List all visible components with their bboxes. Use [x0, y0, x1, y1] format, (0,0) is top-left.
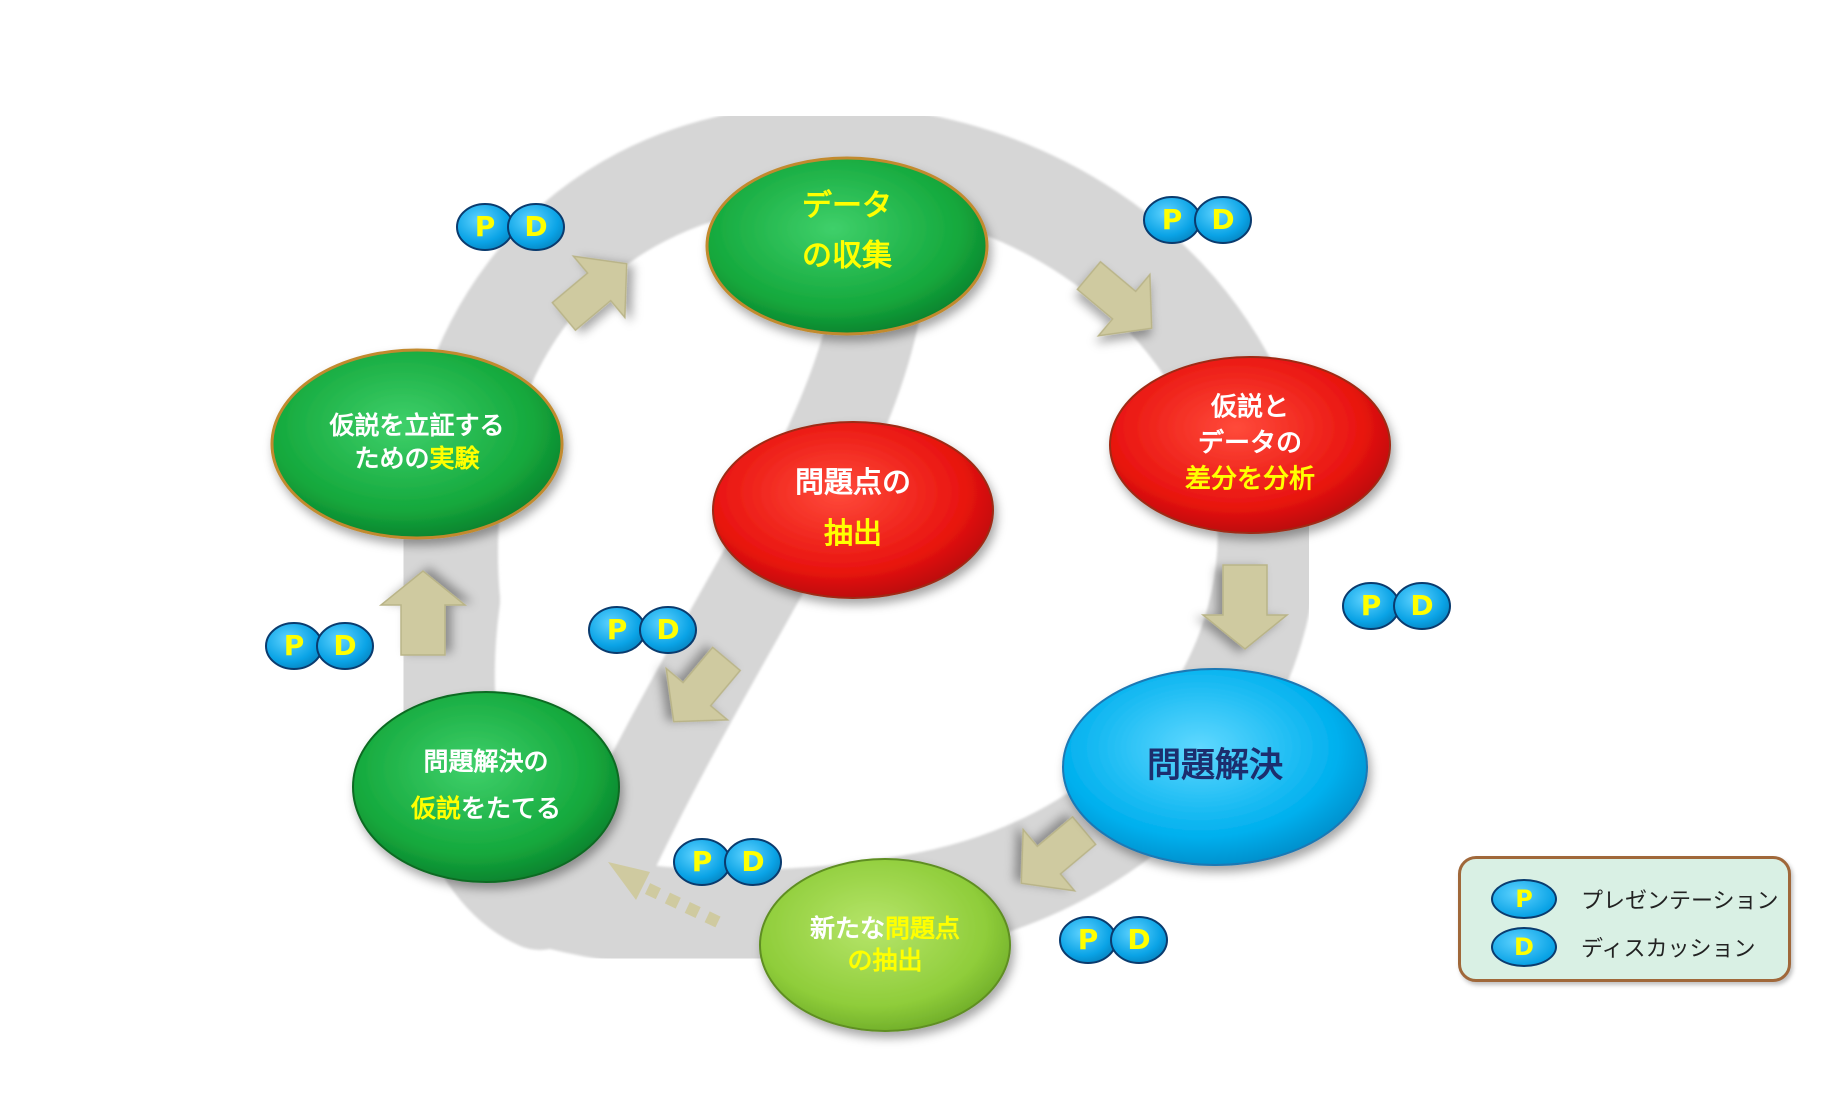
- node-experiment-line2b: 実験: [430, 444, 481, 473]
- arrow-to-problem-solving: [1200, 564, 1290, 650]
- badge-d: D: [741, 845, 764, 878]
- node-hypothesis-line2: 仮説をたてる: [410, 794, 561, 823]
- node-hypothesis-line2a: 仮説: [410, 794, 461, 823]
- pd-badge-bottom-right: P D: [1059, 916, 1168, 964]
- legend-label-discussion: ディスカッション: [1581, 937, 1756, 962]
- badge-p: P: [1078, 923, 1099, 956]
- badge-p: P: [1361, 589, 1382, 622]
- pd-badge-right: P D: [1342, 582, 1451, 630]
- arrow-to-hypothesis: [665, 646, 742, 723]
- badge-d: D: [524, 210, 547, 243]
- dotted-return-arrow: [608, 862, 721, 928]
- node-verification-experiment: 仮説を立証する ための実験: [270, 348, 564, 540]
- arrow-to-difference-analysis: [1076, 260, 1153, 337]
- node-problem-extraction: 問題点の 抽出: [712, 421, 994, 599]
- node-difference-analysis: 仮説と データの 差分を分析: [1109, 356, 1391, 534]
- node-experiment-line1: 仮説を立証する: [328, 411, 504, 440]
- badge-p: P: [284, 629, 305, 662]
- arrow-to-data-collection: [551, 255, 628, 332]
- legend-label-presentation: プレゼンテーション: [1581, 889, 1779, 914]
- node-data-collection-line1: データ: [802, 189, 892, 224]
- badge-p: P: [475, 210, 496, 243]
- node-hypothesis-line2b: をたてる: [461, 794, 561, 823]
- legend-badge-p: P: [1491, 879, 1557, 919]
- badge-d: D: [1410, 589, 1433, 622]
- node-difference-analysis-line1: 仮説と: [1210, 392, 1289, 423]
- node-new-problem-line1: 新たな問題点: [810, 914, 960, 943]
- node-hypothesis-line1: 問題解決の: [423, 747, 548, 776]
- node-problem-extraction-line1: 問題点の: [795, 465, 911, 499]
- node-problem-solving-label: 問題解決: [1147, 746, 1283, 786]
- node-new-problem-line1b: 問題点: [885, 914, 960, 943]
- legend-item-discussion: D ディスカッション: [1491, 925, 1755, 969]
- node-difference-analysis-line3: 差分を分析: [1185, 464, 1315, 495]
- badge-p: P: [1162, 203, 1183, 236]
- arrow-to-new-problem: [1020, 815, 1097, 892]
- arrow-to-experiment: [378, 570, 468, 656]
- pd-badge-bottom-center: P D: [673, 838, 782, 886]
- node-hypothesis-formation: 問題解決の 仮説をたてる: [352, 691, 620, 883]
- pd-badge-left: P D: [265, 622, 374, 670]
- pd-badge-top-left: P D: [456, 203, 565, 251]
- node-experiment-line2: ための実験: [354, 444, 480, 473]
- node-new-problem-line2: の抽出: [847, 946, 922, 975]
- badge-d: D: [1211, 203, 1234, 236]
- legend-item-presentation: P プレゼンテーション: [1491, 877, 1779, 921]
- legend-box: P プレゼンテーション D ディスカッション: [1458, 856, 1791, 982]
- node-new-problem-extraction: 新たな問題点 の抽出: [759, 858, 1011, 1032]
- pd-badge-top-right: P D: [1143, 196, 1252, 244]
- node-experiment-line2a: ための: [354, 444, 429, 473]
- badge-d: D: [333, 629, 356, 662]
- legend-badge-d: D: [1491, 927, 1557, 967]
- node-problem-extraction-line2: 抽出: [824, 516, 882, 550]
- badge-p: P: [692, 845, 713, 878]
- pd-badge-center: P D: [588, 606, 697, 654]
- badge-d: D: [1127, 923, 1150, 956]
- badge-p: P: [607, 613, 628, 646]
- node-new-problem-line1a: 新たな: [810, 914, 885, 943]
- badge-d: D: [656, 613, 679, 646]
- node-data-collection: データ の収集: [705, 156, 989, 336]
- node-difference-analysis-line2: データの: [1198, 428, 1302, 459]
- node-problem-solving: 問題解決: [1062, 668, 1368, 866]
- node-data-collection-line2: の収集: [802, 239, 893, 274]
